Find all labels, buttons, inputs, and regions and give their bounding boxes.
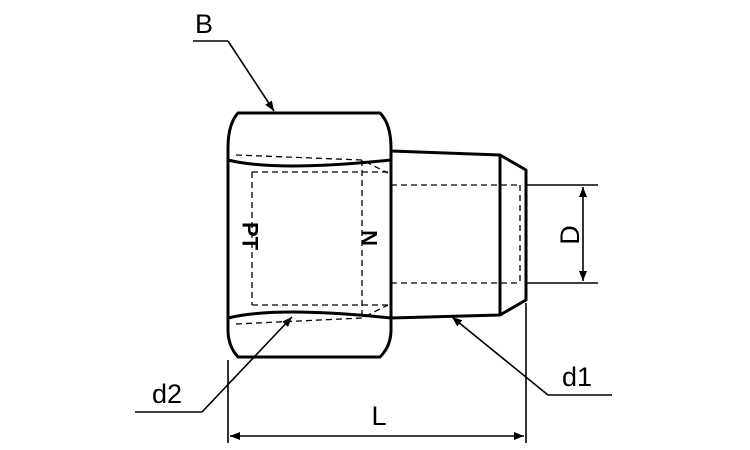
male-thread-leader: d1 [451, 316, 612, 396]
male-thread [389, 149, 528, 320]
female-thread-hidden-lines [235, 154, 389, 325]
pt-marking: PT [238, 222, 263, 251]
n-marking: N [357, 230, 382, 246]
hex-width-leader: B [193, 9, 275, 112]
bore-label: D [555, 225, 585, 245]
bore-dimension: D [526, 184, 598, 284]
length-dimension: L [227, 303, 527, 443]
female-thread-label: d2 [152, 379, 182, 409]
female-thread-leader: d2 [135, 316, 293, 413]
male-thread-label: d1 [562, 362, 592, 392]
length-label: L [371, 401, 386, 431]
hex-width-label: B [195, 9, 213, 39]
